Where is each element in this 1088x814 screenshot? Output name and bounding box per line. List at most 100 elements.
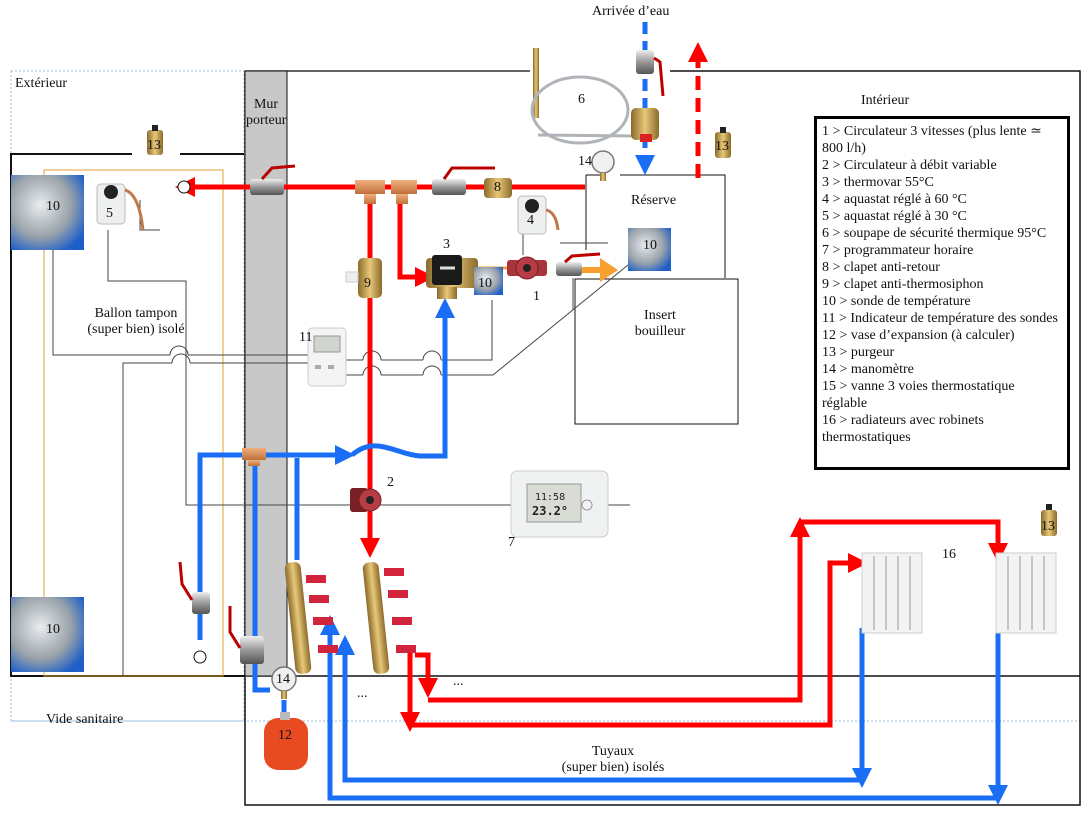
zone-crawlspace-label: Vide sanitaire — [46, 712, 124, 727]
cold-pipes — [197, 22, 1008, 805]
manifold-return — [284, 562, 338, 674]
label-circulator-1: 1 — [533, 289, 540, 304]
temperature-sensor-10-thermovar — [474, 267, 503, 295]
ball-valve-top-mid — [432, 166, 495, 195]
wall-label-line2: porteur — [246, 113, 287, 128]
buffer-label-line1: Ballon tampon — [94, 306, 178, 321]
reserve-label: Réserve — [631, 193, 677, 208]
reserve-box — [620, 174, 726, 278]
radiator-16-left — [861, 552, 923, 634]
ball-valve-top-left — [250, 164, 296, 195]
label-sensor-10-thermovar: 10 — [478, 276, 492, 291]
legend-item: 7 > programmateur horaire — [822, 243, 974, 258]
label-thermovar-3: 3 — [443, 237, 450, 252]
label-manometer-14-reserve: 14 — [578, 154, 592, 169]
ellipsis-2: ... — [453, 674, 464, 689]
label-check-valve-8: 8 — [494, 180, 501, 195]
manifold-supply — [362, 562, 416, 674]
label-radiators-16: 16 — [942, 547, 956, 562]
programmer-temp: 23.2° — [532, 504, 568, 518]
pipes-label-line1: Tuyaux — [591, 744, 635, 759]
pipes-label: Tuyaux (super bien) isolés — [543, 744, 683, 776]
label-aquastat-4: 4 — [527, 213, 534, 228]
purger-13-buffer — [147, 125, 163, 155]
ball-valve-water-inlet — [636, 50, 665, 97]
legend-item: 4 > aquastat réglé à 60 °C — [822, 192, 967, 207]
legend-item: 15 > vanne 3 voies thermostatique réglab… — [822, 379, 1015, 411]
label-programmer-7: 7 — [508, 535, 515, 550]
label-purger-13-radiator: 13 — [1041, 519, 1055, 534]
legend-item: 16 > radiateurs avec robinets thermostat… — [822, 413, 984, 445]
copper-tee-2 — [391, 180, 417, 194]
legend-item: 11 > Indicateur de température des sonde… — [822, 311, 1058, 326]
programmer-time: 11:58 — [535, 492, 565, 503]
purger-13-reserve — [715, 127, 731, 158]
manometer-14-reserve — [591, 150, 615, 181]
legend-box: 1 > Circulateur 3 vitesses (plus lente ≃… — [814, 116, 1070, 470]
label-purger-13-buffer: 13 — [147, 138, 161, 153]
ball-valve-drain-2 — [228, 606, 264, 664]
circulator-1 — [507, 256, 547, 280]
temperature-sensor-10-reserve — [628, 228, 671, 271]
legend-item: 10 > sonde de température — [822, 294, 971, 309]
insert-bouilleur-box — [574, 278, 739, 425]
legend-item: 14 > manomètre — [822, 362, 914, 377]
ball-valve-circuit — [556, 252, 601, 276]
label-safety-valve-6: 6 — [578, 92, 585, 107]
manometer-14-expansion — [271, 666, 297, 699]
programmer-7: 11:58 23.2° — [510, 470, 609, 538]
label-circulator-2: 2 — [387, 475, 394, 490]
load-bearing-wall — [244, 70, 288, 677]
anti-thermosiphon-valve-9 — [358, 258, 382, 298]
aquastat-4 — [517, 195, 560, 235]
legend-item: 5 > aquastat réglé à 30 °C — [822, 209, 967, 224]
legend-item: 8 > clapet anti-retour — [822, 260, 940, 275]
label-anti-thermosiphon-9: 9 — [364, 276, 371, 291]
zone-exterior-label: Extérieur — [15, 76, 68, 91]
water-inlet-label: Arrivée d’eau — [592, 4, 670, 19]
legend-item: 3 > thermovar 55°C — [822, 175, 934, 190]
zone-interior-label: Intérieur — [861, 93, 910, 108]
temperature-sensor-10-top — [11, 175, 84, 250]
buffer-tank-insulation — [43, 169, 224, 677]
label-expansion-vessel-12: 12 — [278, 728, 292, 743]
legend-item: 2 > Circulateur à débit variable — [822, 158, 997, 173]
legend-item: 13 > purgeur — [822, 345, 895, 360]
copper-tee-2-leg — [396, 194, 408, 204]
insert-bouilleur-label: Insert bouilleur — [620, 308, 700, 340]
thermovar-3 — [426, 255, 478, 299]
wall-label-line1: Mur — [253, 97, 279, 112]
temperature-indicator-11 — [307, 327, 347, 387]
expansion-vessel-12 — [264, 712, 308, 770]
label-aquastat-5: 5 — [106, 206, 113, 221]
buffer-hot-outlet — [177, 180, 191, 194]
label-indicator-11: 11 — [299, 330, 313, 345]
ball-valve-drain-1 — [178, 561, 210, 614]
ellipsis-1: ... — [357, 686, 368, 701]
temperature-sensor-10-bottom — [11, 597, 84, 672]
drain-outlet — [193, 650, 207, 664]
legend-item: 1 > Circulateur 3 vitesses (plus lente ≃… — [822, 124, 1042, 156]
circulator-2 — [350, 488, 382, 512]
label-purger-13-reserve: 13 — [715, 139, 729, 154]
label-manometer-14-expansion: 14 — [276, 672, 290, 687]
copper-tee-cold-leg — [248, 460, 260, 466]
legend-item: 9 > clapet anti-thermosiphon — [822, 277, 984, 292]
insert-label-line1: Insert — [644, 308, 676, 323]
copper-tee-1-leg — [364, 194, 376, 204]
wall-label: Mur porteur — [246, 97, 286, 129]
buffer-tank-label: Ballon tampon (super bien) isolé — [66, 306, 206, 338]
anti-thermosiphon-knob — [345, 271, 359, 283]
copper-tee-cold — [242, 448, 266, 460]
aquastat-5 — [96, 183, 145, 231]
pipes-label-line2: (super bien) isolés — [561, 760, 665, 775]
legend-item: 12 > vase d’expansion (à calculer) — [822, 328, 1015, 343]
label-sensor-10-bottom: 10 — [46, 622, 60, 637]
copper-tee-1 — [355, 180, 385, 194]
label-sensor-10-top: 10 — [46, 199, 60, 214]
orange-flow-arrowhead — [600, 258, 618, 282]
legend-item: 6 > soupape de sécurité thermique 95°C — [822, 226, 1047, 241]
thermal-safety-valve-6 — [530, 48, 659, 145]
purger-13-radiator — [1041, 504, 1057, 536]
